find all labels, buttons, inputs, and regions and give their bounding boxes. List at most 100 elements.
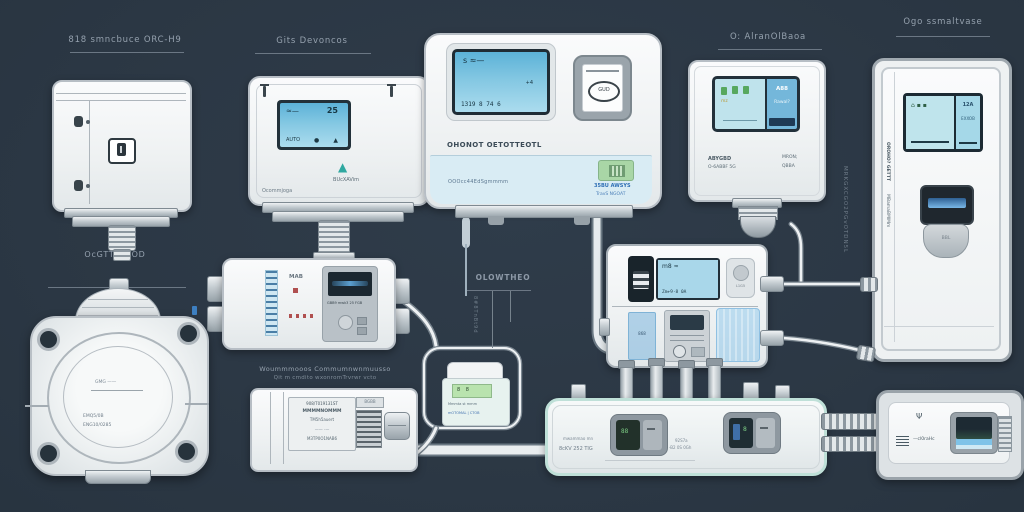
receiver-barcode <box>896 436 909 446</box>
control-unit-mid-module <box>664 310 710 362</box>
wall-panel-button[interactable]: BBL <box>923 224 969 258</box>
control-unit-screen-scribble: m8 ≈ <box>662 263 679 270</box>
monitor-screen-line <box>723 120 757 121</box>
flow-meter-key-2[interactable] <box>357 327 367 335</box>
wall-panel-text1: OROHO? GETTT <box>885 142 890 182</box>
cabinet-latch-slot-light <box>120 146 122 153</box>
receiver-text: —cl0raHc <box>913 437 935 442</box>
monitor-text-left1: ABYGBD <box>708 156 732 162</box>
receiver-display-base <box>956 445 992 449</box>
gas-meter-line2: ENG10/0285 <box>83 423 112 428</box>
gas-meter-dome-ridge2 <box>82 307 154 308</box>
controller-base-slab <box>455 205 633 218</box>
wall-panel-slot-bar[interactable] <box>928 198 966 208</box>
monitor-screen-left: mz <box>715 79 765 129</box>
controller-button-card-line <box>586 70 619 72</box>
device-control-unit: m8 ≈ Zm+9·8 0A L1G5 868 <box>599 244 786 416</box>
cabinet-hinge-bottom-screw <box>86 184 90 188</box>
wall-panel-screen-line <box>911 141 949 143</box>
gas-meter-bolt-hole-tl <box>37 328 60 351</box>
connector-leader-line-1 <box>492 291 493 348</box>
transmitter-line3: TM5h5auert <box>309 417 335 422</box>
control-unit-blue-box <box>716 308 760 362</box>
flow-meter-key-1[interactable] <box>357 317 367 325</box>
monitor-screen-note: mz <box>721 99 728 104</box>
transmitter-line4: —— ·— <box>314 427 330 432</box>
gas-meter-seam-right <box>185 403 209 405</box>
flow-meter-display-glow <box>332 281 368 286</box>
manifold-window-2: 8 <box>723 412 781 454</box>
thermostat-footnote: Ocommjoga <box>262 188 293 194</box>
control-unit-mid-line1 <box>670 335 704 336</box>
gas-meter-blue-tick <box>192 306 197 315</box>
wall-panel-text2: MBamaBMIMm <box>885 194 890 228</box>
monitor-text-right1: MRON; <box>782 155 798 160</box>
gas-meter-bolt-hole-br <box>175 440 198 463</box>
flow-meter-button[interactable] <box>338 315 353 330</box>
manifold-bolt-top <box>821 413 881 430</box>
monitor-icon-1 <box>721 87 727 95</box>
thermostat-corner-mark-right-cap <box>387 84 396 86</box>
control-unit-mid-key[interactable] <box>691 347 705 357</box>
caption-connector-underline <box>467 290 531 291</box>
cabinet-door-seam <box>89 100 90 204</box>
receiver-display-bluebar <box>956 439 992 445</box>
manifold-body <box>545 398 827 476</box>
sensor-line1: Mmmta st mmm <box>448 402 478 406</box>
control-unit-blue-column: 868 <box>628 312 656 360</box>
device-monitor: mz A88 Rawal? ABYGBD O-6ABBF 5G MRON; QB… <box>688 60 828 240</box>
cabinet-latch-slot <box>117 143 126 156</box>
sensor-body: 8 8 Mmmta st mmm mOTOMAL | CTOB <box>442 378 510 426</box>
control-unit-screen-digits: Zm+9·8 0A <box>662 290 687 295</box>
monitor-screen-frame: mz A88 Rawal? <box>712 76 800 132</box>
thermostat-lcd-mode: AUTO <box>286 137 301 143</box>
device-receiver: Ψ —cl0raHc <box>876 390 1024 480</box>
receiver-display-frame <box>950 412 998 454</box>
transmitter-line5: M3TP0O1NAB6 <box>306 436 338 441</box>
caption-connector: OLOWTHEO <box>475 273 531 282</box>
cabinet-top-seam-2 <box>56 100 186 101</box>
gas-meter-dome-ridge1 <box>88 299 148 300</box>
controller-lcd-outer: s ≈— +4 1319 8 74 6 <box>446 43 556 121</box>
flow-meter-module-row: GBB9 mwk3 25 FGB <box>327 301 363 305</box>
manifold-window2-value: 8 <box>743 426 747 433</box>
manifold-window-2-dash <box>760 427 768 429</box>
controller-foot-right <box>574 216 590 225</box>
device-manifold: 88 8 mwammao mn 8cKV 252 TIG 92S7a -B2 0… <box>545 382 881 476</box>
caption-device4-underline <box>718 49 822 50</box>
controller-screen-plus: +4 <box>525 80 533 86</box>
controller-green-button-grid <box>609 165 625 177</box>
controller-green-button[interactable] <box>598 160 634 181</box>
wall-panel-screen-left: ⌂ ▪ ▪ <box>906 96 954 149</box>
caption-device4: O: AlranOlBaoa <box>729 32 807 42</box>
wire-bolt-a1 <box>860 277 878 292</box>
sensor-lcd-text: 8 8 <box>457 387 471 393</box>
control-unit-right-module: L1G5 <box>726 258 755 298</box>
control-unit-right-connector-bottom <box>760 330 784 346</box>
power-button-icon[interactable] <box>673 345 686 358</box>
flow-meter-barcode-strip <box>265 270 278 336</box>
antenna-icon: Ψ <box>916 412 923 421</box>
manifold-window-1: 88 <box>610 414 668 456</box>
control-unit-button-label: L1G5 <box>735 284 746 288</box>
wall-panel-screen-icons: ⌂ ▪ ▪ <box>911 102 927 109</box>
controller-lcd-frame: s ≈— +4 1319 8 74 6 <box>452 49 550 115</box>
device-central-controller: s ≈— +4 1319 8 74 6 GUD OHONOT OETOTTEOT… <box>424 33 664 235</box>
cabinet-hinge-top-screw <box>86 120 90 124</box>
control-unit-round-button[interactable] <box>733 265 749 281</box>
gas-meter-inner-ring <box>63 346 173 448</box>
gas-meter-bolt-hole-tr <box>177 322 200 345</box>
thermostat-inner-border <box>256 84 422 198</box>
transmitter-nozzle-ring <box>388 425 406 426</box>
monitor-icon-2 <box>732 86 738 94</box>
thermostat-corner-mark-left <box>263 86 266 97</box>
wall-panel-screen-frame: ⌂ ▪ ▪ 12A EXXOB <box>903 93 983 152</box>
monitor-panel-bar <box>769 118 795 126</box>
controller-panel-text: OOOcc44EdSgmmmm <box>448 179 509 185</box>
controller-blue-text1: 35BU AWSYS <box>594 183 631 189</box>
control-unit-divider <box>612 306 758 307</box>
monitor-inner-border <box>694 66 820 196</box>
transmitter-seam-2 <box>283 392 284 464</box>
manifold-window-2-blue <box>733 424 740 440</box>
device-sensor: 8 8 Mmmta st mmm mOTOMAL | CTOB <box>424 346 520 458</box>
